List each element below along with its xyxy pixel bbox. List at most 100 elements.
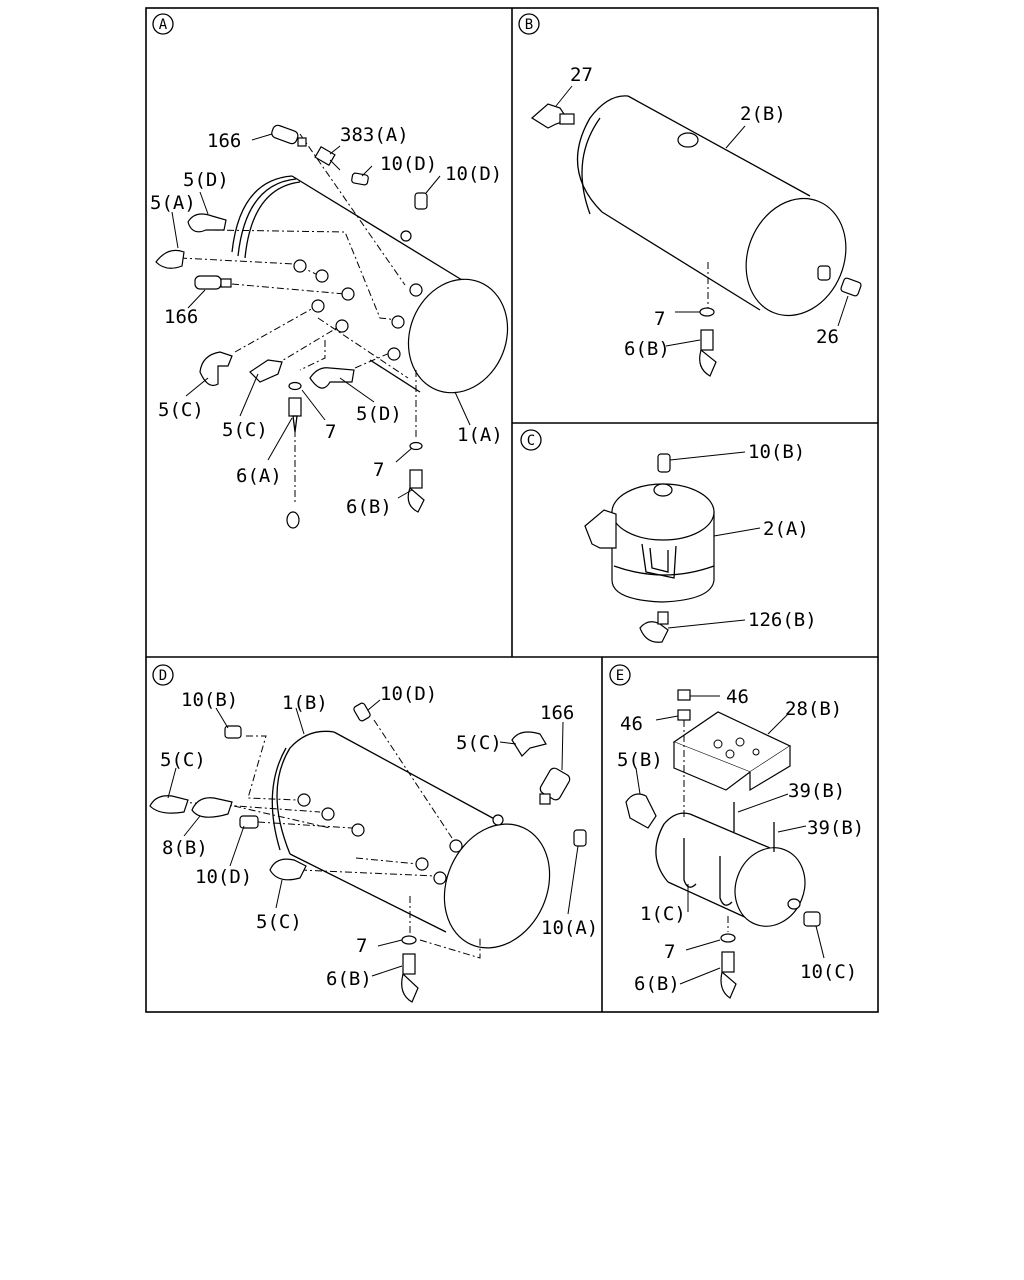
label-b-26: 26 <box>816 326 839 348</box>
panel-e-letter: E <box>616 668 624 684</box>
label-d-5c-top: 5(C) <box>456 732 502 754</box>
tank-2b <box>576 95 847 317</box>
label-c-10b: 10(B) <box>748 441 805 463</box>
panel-e-marker: E <box>609 664 631 686</box>
panel-a: A <box>150 13 509 529</box>
label-d-6b: 6(B) <box>326 968 372 990</box>
panel-c-letter: C <box>527 433 535 449</box>
label-e-28b: 28(B) <box>785 698 842 720</box>
fitting-166-d <box>539 767 571 805</box>
elbow-5c-left <box>199 351 233 387</box>
label-d-10d-low: 10(D) <box>195 866 252 888</box>
fitting-166-top <box>271 124 307 147</box>
panel-c-marker: C <box>520 429 542 451</box>
panel-e: E <box>609 664 864 999</box>
label-d-10b: 10(B) <box>181 689 238 711</box>
diagram-frame <box>145 7 879 1013</box>
fitting-27 <box>530 103 575 129</box>
elbow-5d-lower <box>309 367 355 389</box>
elbow-5c-mid <box>249 359 283 383</box>
label-e-39b-low: 39(B) <box>807 817 864 839</box>
washer-7-e <box>720 933 736 943</box>
label-a-10d-right: 10(D) <box>445 163 502 185</box>
plug-10b-d <box>224 725 242 739</box>
label-a-7-mid: 7 <box>325 421 336 443</box>
panel-d-leaders <box>167 699 579 977</box>
plug-10d-b <box>414 192 428 210</box>
label-b-27: 27 <box>570 64 593 86</box>
label-d-7: 7 <box>356 935 367 957</box>
label-e-1c: 1(C) <box>640 903 686 925</box>
elbow-5b <box>625 793 657 829</box>
washer-7-a <box>288 381 302 391</box>
tank-1b-nuts <box>297 793 504 885</box>
label-a-6b: 6(B) <box>346 496 392 518</box>
plug-10a <box>573 829 587 847</box>
label-a-5d-lower: 5(D) <box>356 403 402 425</box>
elbow-5c-d-low <box>269 858 307 881</box>
tank-1c <box>655 812 806 927</box>
label-e-46-low: 46 <box>620 713 643 735</box>
label-e-46-top: 46 <box>726 686 749 708</box>
panel-b-leaders <box>555 85 849 347</box>
washer-7-d <box>401 935 417 945</box>
plug-26 <box>840 277 862 297</box>
label-c-2a: 2(A) <box>763 518 809 540</box>
drain-6a <box>286 397 302 529</box>
label-b-2b: 2(B) <box>740 103 786 125</box>
tank-1b <box>271 730 551 949</box>
washer-7-b-panel <box>699 307 715 317</box>
panel-c: C 10(B) 2(A) 126(B) <box>520 429 817 643</box>
label-a-5d-top: 5(D) <box>183 169 229 191</box>
panel-a-letter: A <box>159 17 168 33</box>
plug-10d-d-low <box>239 815 259 829</box>
panel-d-letter: D <box>159 668 167 684</box>
label-e-39b-top: 39(B) <box>788 780 845 802</box>
fitting-166-mid <box>194 275 232 290</box>
label-a-6a: 6(A) <box>236 465 282 487</box>
panel-b: B 27 2(B) 7 6( <box>518 13 862 377</box>
plug-10d-a <box>351 172 369 186</box>
fitting-126b <box>639 611 669 643</box>
panel-e-leaders <box>635 695 825 985</box>
label-e-6b: 6(B) <box>634 973 680 995</box>
label-c-126b: 126(B) <box>748 609 817 631</box>
panel-b-marker: B <box>518 13 540 35</box>
label-a-166-mid: 166 <box>164 306 198 328</box>
plug-26-nut <box>817 265 831 281</box>
label-a-166-top: 166 <box>207 130 241 152</box>
label-a-10d-mid: 10(D) <box>380 153 437 175</box>
tank-2a <box>584 483 715 603</box>
panel-c-leaders <box>667 451 761 629</box>
elbow-5c-d-top <box>511 731 547 757</box>
drain-6b-d <box>401 953 419 1003</box>
label-d-8b: 8(B) <box>162 837 208 859</box>
washer-7-b <box>409 441 423 451</box>
label-a-383a: 383(A) <box>340 124 409 146</box>
label-d-10a: 10(A) <box>541 917 598 939</box>
bracket-28b <box>672 711 792 792</box>
label-a-5c-left: 5(C) <box>158 399 204 421</box>
panel-a-marker: A <box>152 13 174 35</box>
drain-6b-b <box>699 329 717 377</box>
label-a-7-low: 7 <box>373 459 384 481</box>
label-d-5c-left: 5(C) <box>160 749 206 771</box>
panel-b-letter: B <box>525 17 533 33</box>
nut-46-low <box>677 709 691 721</box>
drain-6b-e <box>720 951 737 999</box>
tank-1a <box>231 175 509 394</box>
panel-d: D <box>149 664 598 1003</box>
elbow-5d <box>187 213 227 233</box>
panel-d-marker: D <box>152 664 174 686</box>
label-b-7: 7 <box>654 308 665 330</box>
label-d-10d-top: 10(D) <box>380 683 437 705</box>
fitting-383a <box>314 145 341 171</box>
drain-6b-a <box>407 469 425 513</box>
plug-10b <box>657 453 671 473</box>
label-d-166: 166 <box>540 702 574 724</box>
label-a-5c-mid: 5(C) <box>222 419 268 441</box>
label-d-1b: 1(B) <box>282 692 328 714</box>
label-d-5c-low: 5(C) <box>256 911 302 933</box>
label-e-5b: 5(B) <box>617 749 663 771</box>
